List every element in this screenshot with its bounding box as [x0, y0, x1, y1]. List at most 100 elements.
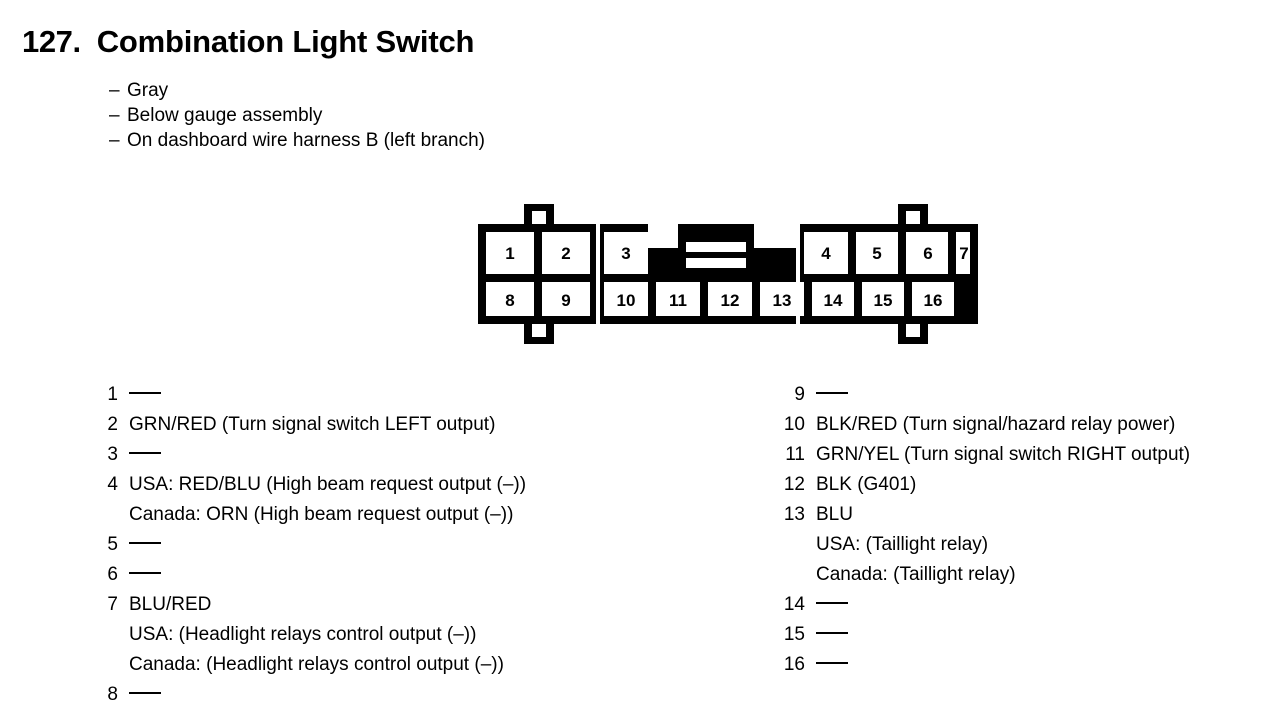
pin-number: 11	[785, 444, 805, 465]
pin-empty-dash	[129, 560, 161, 590]
header-notes-list: –Gray–Below gauge assembly–On dashboard …	[109, 78, 485, 153]
header-note: –Below gauge assembly	[109, 103, 485, 128]
pin-empty-dash	[816, 620, 848, 650]
pin-number: 9	[794, 384, 805, 405]
pin-description: BLK/RED (Turn signal/hazard relay power)	[816, 410, 1175, 440]
title-text: Combination Light Switch	[96, 24, 475, 59]
pin-empty-dash	[129, 440, 161, 470]
empty-dash-glyph	[816, 601, 848, 604]
pin-description	[816, 590, 848, 620]
pin-description: BLU/RED USA: (Headlight relays control ou…	[129, 590, 504, 680]
connector-pin-2: 2	[561, 244, 570, 263]
connector-pin-5: 5	[872, 244, 881, 263]
pin-description	[129, 560, 161, 590]
pin-number: 8	[107, 684, 118, 705]
note-text: Gray	[127, 80, 169, 101]
empty-dash-glyph	[129, 541, 161, 544]
pin-row: 10 BLK/RED (Turn signal/hazard relay powe…	[775, 410, 1275, 440]
pin-description	[129, 440, 161, 470]
pin-description	[816, 380, 848, 410]
connector-pin-7: 7	[959, 244, 968, 263]
connector-pin-9: 9	[561, 291, 570, 310]
pin-row: 13 BLU USA: (Taillight relay) Canada: (Tail…	[775, 500, 1275, 590]
pin-description: GRN/YEL (Turn signal switch RIGHT output…	[816, 440, 1190, 470]
pin-empty-dash	[816, 590, 848, 620]
pin-description-line: GRN/YEL (Turn signal switch RIGHT output…	[816, 444, 1191, 465]
pin-number: 7	[107, 594, 118, 615]
connector-pin-6: 6	[923, 244, 932, 263]
empty-dash-glyph	[816, 391, 848, 394]
connector-pin-14: 14	[824, 291, 843, 310]
pin-empty-dash	[129, 680, 161, 710]
pin-row: 16	[775, 650, 1275, 680]
pin-description: GRN/RED (Turn signal switch LEFT output)	[129, 410, 495, 440]
pin-empty-dash	[816, 650, 848, 680]
header-note: –Gray	[109, 78, 485, 103]
pin-row: 14	[775, 590, 1275, 620]
connector-pin-8: 8	[505, 291, 514, 310]
pin-description	[816, 650, 848, 680]
pin-number: 2	[107, 414, 118, 435]
pin-number: 5	[107, 534, 118, 555]
page-title: 127. Combination Light Switch	[22, 24, 474, 60]
pin-number: 15	[783, 624, 805, 645]
title-number: 127.	[22, 24, 81, 59]
pin-description-line: BLK (G401)	[816, 474, 917, 495]
pin-number: 12	[783, 474, 805, 495]
pin-description-list-right: 9 10 BLK/RED (Turn signal/hazard relay pow…	[775, 380, 1275, 680]
pin-description-line: USA: (Headlight relays control output (–…	[129, 624, 477, 645]
empty-dash-glyph	[129, 571, 161, 574]
pin-description-line: BLU/RED	[129, 594, 212, 615]
pin-row: 8	[88, 680, 708, 710]
pin-number: 10	[783, 414, 805, 435]
header-note: –On dashboard wire harness B (left branc…	[109, 128, 485, 153]
pin-row: 9	[775, 380, 1275, 410]
note-text: Below gauge assembly	[127, 105, 323, 126]
connector-pin-11: 11	[669, 291, 687, 310]
pin-number: 1	[107, 384, 118, 405]
connector-pin-1: 1	[505, 244, 514, 263]
pin-description-line: USA: RED/BLU (High beam request output (…	[129, 474, 527, 495]
connector-pin-16: 16	[924, 291, 943, 310]
connector-pinout-diagram: 1 2 3 4 5 6 7 8 9 10 11 12 13 14 15 16	[478, 204, 978, 344]
pin-row: 12 BLK (G401)	[775, 470, 1275, 500]
pin-description	[816, 620, 848, 650]
pin-row: 3	[88, 440, 708, 470]
note-dash: –	[109, 130, 120, 151]
empty-dash-glyph	[129, 451, 161, 454]
pin-number: 13	[783, 504, 805, 525]
pin-empty-dash	[816, 380, 848, 410]
pin-row: 2 GRN/RED (Turn signal switch LEFT output…	[88, 410, 708, 440]
pin-description-line: Canada: (Taillight relay)	[816, 564, 1016, 585]
pin-empty-dash	[129, 530, 161, 560]
pin-row: 1	[88, 380, 708, 410]
pin-description	[129, 530, 161, 560]
pin-row: 11 GRN/YEL (Turn signal switch RIGHT outp…	[775, 440, 1275, 470]
connector-pin-4: 4	[821, 244, 831, 263]
pin-description	[129, 380, 161, 410]
pin-description-list-left: 1 2 GRN/RED (Turn signal switch LEFT outpu…	[88, 380, 708, 710]
pin-description: USA: RED/BLU (High beam request output (…	[129, 470, 526, 530]
pin-row: 15	[775, 620, 1275, 650]
pin-description-line: Canada: ORN (High beam request output (–…	[129, 504, 514, 525]
pin-description: BLK (G401)	[816, 470, 916, 500]
empty-dash-glyph	[129, 691, 161, 694]
pin-description-line: USA: (Taillight relay)	[816, 534, 989, 555]
connector-pin-13: 13	[773, 291, 792, 310]
connector-pin-15: 15	[874, 291, 893, 310]
pin-row: 6	[88, 560, 708, 590]
pin-empty-dash	[129, 380, 161, 410]
pin-description-line: Canada: (Headlight relays control output…	[129, 654, 504, 675]
connector-pin-3: 3	[621, 244, 630, 263]
empty-dash-glyph	[129, 391, 161, 394]
pin-description-line: BLU	[816, 504, 853, 525]
note-dash: –	[109, 105, 120, 126]
empty-dash-glyph	[816, 661, 848, 664]
connector-pin-10: 10	[617, 291, 636, 310]
pin-description: BLU USA: (Taillight relay) Canada: (Tailli…	[816, 500, 1016, 590]
connector-pin-12: 12	[721, 291, 740, 310]
pin-number: 16	[783, 654, 805, 675]
empty-dash-glyph	[816, 631, 848, 634]
pin-description-line: GRN/RED (Turn signal switch LEFT output)	[129, 414, 496, 435]
